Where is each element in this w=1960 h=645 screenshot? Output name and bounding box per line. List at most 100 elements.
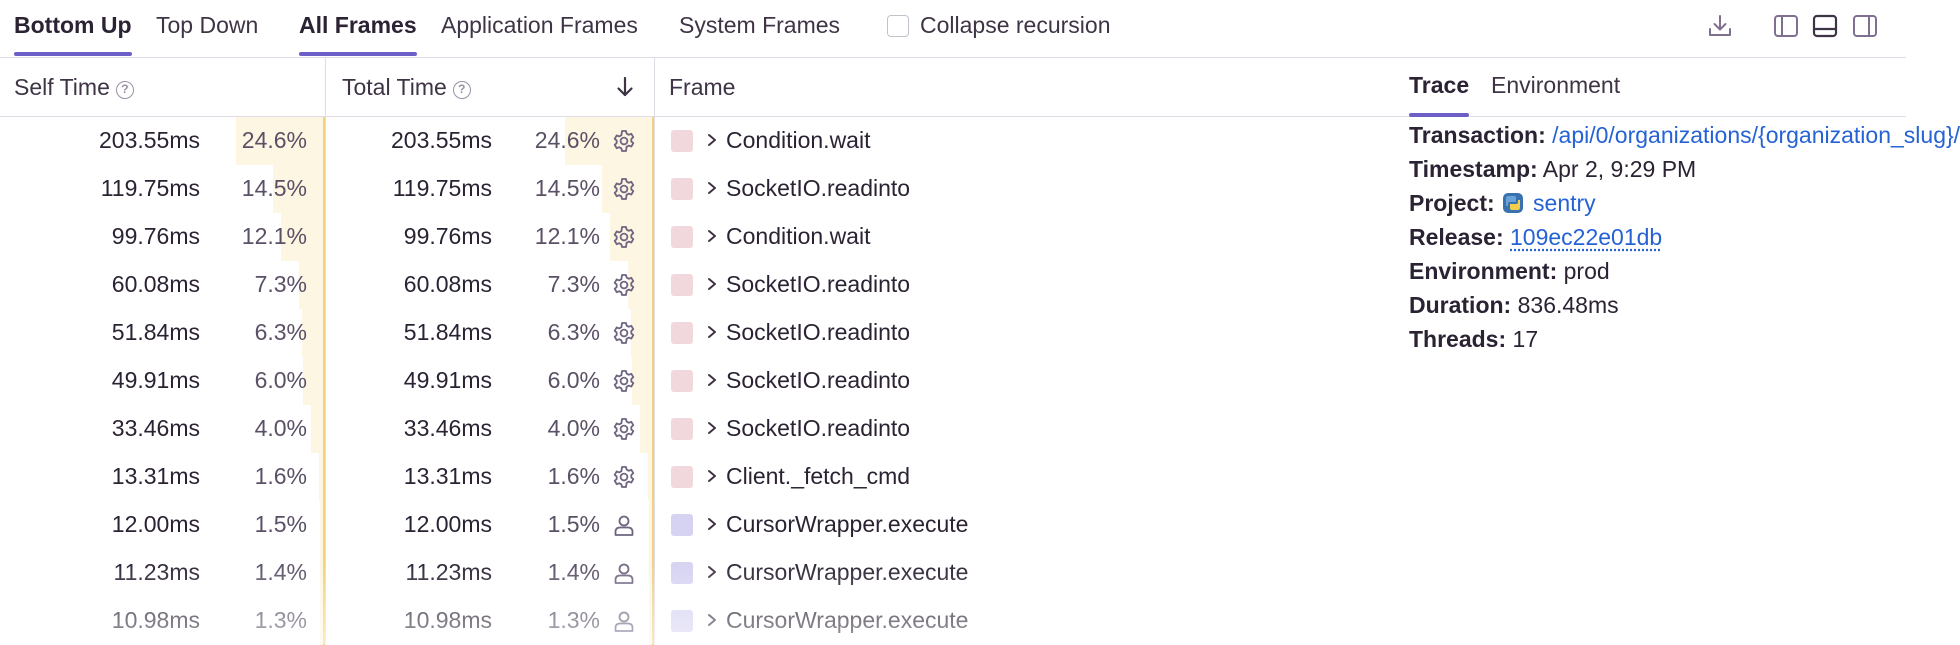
- frame-name[interactable]: CursorWrapper.execute: [726, 511, 969, 537]
- tab-trace[interactable]: Trace: [1409, 72, 1470, 117]
- total-time-bar: [628, 261, 654, 309]
- help-icon[interactable]: ?: [115, 81, 134, 99]
- tab-bottom-up[interactable]: Bottom Up: [14, 12, 132, 56]
- self-time-header-label: Self Time: [14, 74, 110, 100]
- chevron-right-icon[interactable]: [704, 609, 720, 631]
- self-time-value: 203.55ms: [98, 127, 200, 153]
- self-time-value: 51.84ms: [111, 319, 200, 345]
- frame-color-swatch: [671, 514, 693, 536]
- frame-name[interactable]: SocketIO.readinto: [726, 175, 911, 201]
- chevron-right-icon[interactable]: [704, 225, 720, 247]
- chevron-right-icon[interactable]: [704, 513, 720, 535]
- total-time-bar-edge: [652, 165, 654, 213]
- self-time-value: 12.00ms: [111, 511, 200, 537]
- frame-color-swatch: [671, 130, 693, 152]
- release-label: Release:: [1409, 224, 1504, 250]
- tab-all-frames[interactable]: All Frames: [299, 12, 417, 56]
- total-time-value: 12.00ms: [403, 511, 492, 537]
- column-divider: [654, 58, 655, 644]
- total-time-bar-edge: [652, 357, 654, 405]
- chevron-right-icon[interactable]: [704, 321, 720, 343]
- gear-icon: [611, 464, 637, 490]
- frame-name[interactable]: SocketIO.readinto: [726, 415, 911, 441]
- frame-name[interactable]: SocketIO.readinto: [726, 271, 911, 297]
- frame-color-swatch: [671, 418, 693, 440]
- tab-environment[interactable]: Environment: [1491, 72, 1621, 98]
- gear-icon: [611, 416, 637, 442]
- frame-name[interactable]: Client._fetch_cmd: [726, 463, 911, 489]
- self-time-bar-edge: [323, 357, 325, 405]
- self-time-bar-edge: [323, 213, 325, 261]
- tab-system-frames[interactable]: System Frames: [679, 12, 841, 38]
- chevron-right-icon[interactable]: [704, 129, 720, 151]
- total-time-header[interactable]: Total Time?: [328, 58, 654, 116]
- gear-icon: [611, 224, 637, 250]
- download-icon[interactable]: [1706, 12, 1734, 40]
- frame-name[interactable]: Condition.wait: [726, 127, 871, 153]
- frame-name[interactable]: CursorWrapper.execute: [726, 607, 969, 633]
- frame-name[interactable]: CursorWrapper.execute: [726, 559, 969, 585]
- collapse-recursion-label[interactable]: Collapse recursion: [920, 12, 1111, 38]
- total-time-bar: [565, 117, 654, 165]
- frame-color-swatch: [671, 610, 693, 632]
- total-time-bar: [640, 405, 654, 453]
- transaction-detail: Transaction: /api/0/organizations/{organ…: [1409, 122, 1960, 149]
- chevron-right-icon[interactable]: [704, 273, 720, 295]
- chevron-right-icon[interactable]: [704, 465, 720, 487]
- transaction-label: Transaction:: [1409, 122, 1546, 148]
- layout-bottom-icon[interactable]: [1811, 12, 1839, 40]
- self-time-value: 49.91ms: [111, 367, 200, 393]
- self-time-bar: [302, 309, 325, 357]
- self-time-header[interactable]: Self Time?: [0, 58, 325, 116]
- self-time-bar: [319, 453, 325, 501]
- chevron-right-icon[interactable]: [704, 417, 720, 439]
- total-time-bar: [649, 501, 654, 549]
- release-link[interactable]: 109ec22e01db: [1510, 224, 1663, 250]
- frame-header[interactable]: Frame: [655, 58, 1391, 116]
- frame-name[interactable]: Condition.wait: [726, 223, 871, 249]
- timestamp-detail: Timestamp: Apr 2, 9:29 PM: [1409, 156, 1904, 183]
- self-time-bar-edge: [323, 309, 325, 357]
- total-time-bar-edge: [652, 261, 654, 309]
- chevron-right-icon[interactable]: [704, 369, 720, 391]
- tab-application-frames[interactable]: Application Frames: [441, 12, 638, 38]
- layout-right-icon[interactable]: [1851, 12, 1879, 40]
- frame-name[interactable]: SocketIO.readinto: [726, 319, 911, 345]
- gear-icon: [611, 320, 637, 346]
- transaction-link[interactable]: /api/0/organizations/{organization_slug}…: [1552, 122, 1960, 148]
- sort-descending-icon[interactable]: [612, 74, 638, 100]
- frame-name[interactable]: SocketIO.readinto: [726, 367, 911, 393]
- total-time-value: 203.55ms: [390, 127, 492, 153]
- gear-icon: [611, 128, 637, 154]
- environment-label: Environment:: [1409, 258, 1558, 284]
- self-time-value: 119.75ms: [100, 175, 200, 201]
- total-time-value: 49.91ms: [403, 367, 492, 393]
- chevron-right-icon[interactable]: [704, 177, 720, 199]
- tab-top-down[interactable]: Top Down: [156, 12, 259, 38]
- self-time-percent: 1.3%: [254, 607, 307, 633]
- self-time-value: 11.23ms: [113, 559, 200, 585]
- chevron-right-icon[interactable]: [704, 561, 720, 583]
- collapse-recursion-checkbox[interactable]: [887, 15, 909, 37]
- gear-icon: [611, 272, 637, 298]
- project-link[interactable]: sentry: [1533, 190, 1596, 216]
- duration-label: Duration:: [1409, 292, 1512, 318]
- layout-left-icon[interactable]: [1772, 12, 1800, 40]
- threads-value: 17: [1512, 326, 1539, 352]
- total-time-bar-edge: [652, 453, 654, 501]
- project-detail: Project: sentry: [1409, 190, 1904, 217]
- help-icon[interactable]: ?: [452, 81, 471, 99]
- self-time-bar-edge: [323, 405, 325, 453]
- toolbar: Bottom Up Top Down All Frames Applicatio…: [0, 0, 1906, 58]
